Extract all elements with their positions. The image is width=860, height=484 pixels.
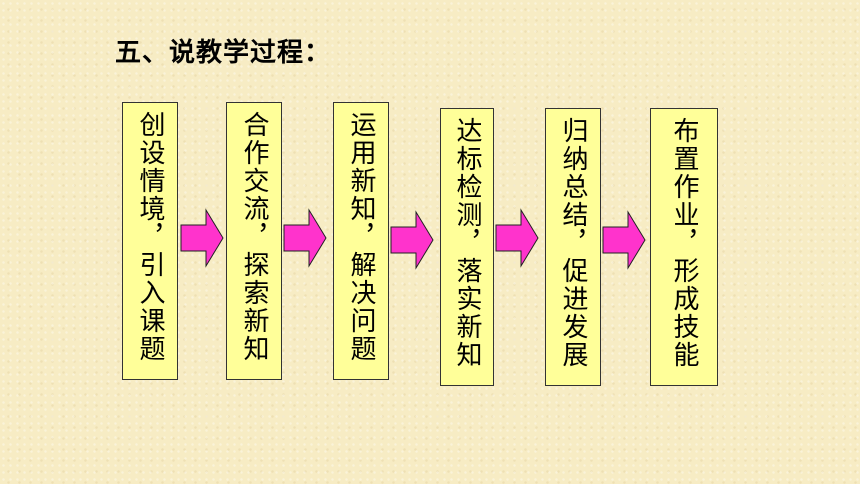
right-arrow-icon [602,210,646,270]
right-arrow-icon [390,210,434,270]
right-arrow-icon [180,208,224,268]
step-label-3: 运用新知，解决问题 [346,111,376,363]
step-box-3: 运用新知，解决问题 [333,102,389,380]
right-arrow-icon [283,208,327,268]
step-label-6: 布置作业，形成技能 [669,117,699,369]
step-box-4: 达标检测，落实新知 [440,108,494,386]
step-box-2: 合作交流，探索新知 [226,102,282,380]
step-box-5: 归纳总结，促进发展 [545,108,601,386]
step-label-5: 归纳总结，促进发展 [558,117,588,369]
step-box-1: 创设情境，引入课题 [122,102,178,380]
page-title: 五、说教学过程： [115,38,332,68]
step-label-1: 创设情境，引入课题 [135,111,165,363]
step-label-2: 合作交流，探索新知 [239,111,269,363]
step-box-6: 布置作业，形成技能 [650,108,718,386]
step-label-4: 达标检测，落实新知 [452,117,482,369]
right-arrow-icon [495,208,539,268]
